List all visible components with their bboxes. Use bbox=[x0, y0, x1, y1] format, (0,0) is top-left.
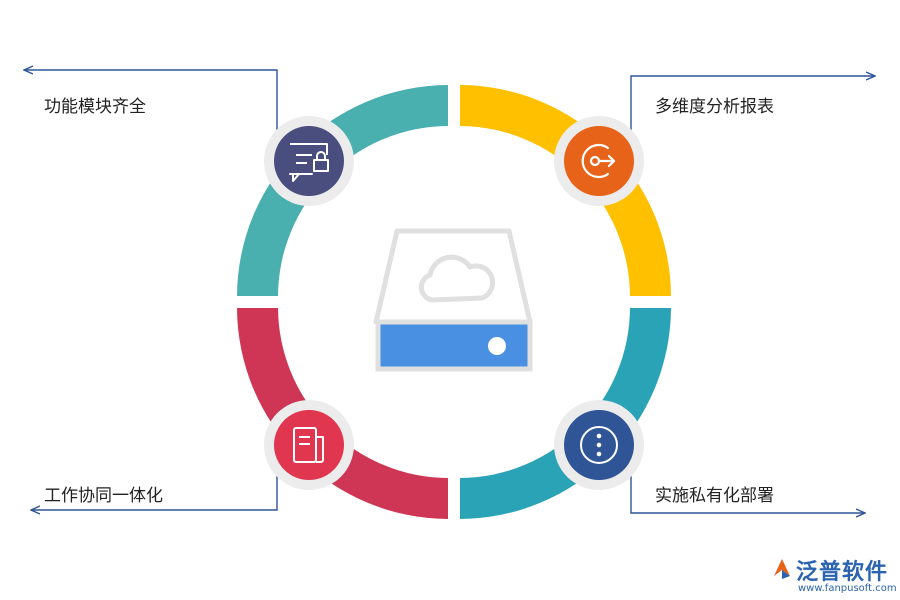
connector-bottom-left bbox=[32, 476, 278, 510]
logo-url: www.fanpusoft.com bbox=[798, 583, 897, 594]
feature-label-collaboration: 工作协同一体化 bbox=[44, 486, 163, 506]
document-icon bbox=[293, 427, 324, 463]
connectors bbox=[25, 70, 874, 513]
cloud-server-icon bbox=[373, 228, 533, 372]
connector-top-left bbox=[25, 70, 278, 130]
feature-label-reports: 多维度分析报表 bbox=[655, 97, 774, 117]
feature-icon-2 bbox=[554, 400, 644, 490]
feature-icon-3 bbox=[264, 400, 354, 490]
more-dots-icon bbox=[580, 426, 618, 464]
feature-label-modules: 功能模块齐全 bbox=[44, 97, 146, 117]
connector-bottom-right bbox=[630, 476, 864, 513]
feature-icon-1 bbox=[554, 116, 644, 206]
feature-label-deployment: 实施私有化部署 bbox=[655, 486, 774, 506]
logo-name: 泛普软件 bbox=[796, 560, 889, 585]
chat-lock-icon bbox=[289, 143, 329, 182]
circle-arrow-icon bbox=[581, 143, 616, 179]
connector-top-right bbox=[630, 76, 874, 130]
feature-icon-0 bbox=[264, 116, 354, 206]
logo-mark bbox=[774, 559, 790, 579]
